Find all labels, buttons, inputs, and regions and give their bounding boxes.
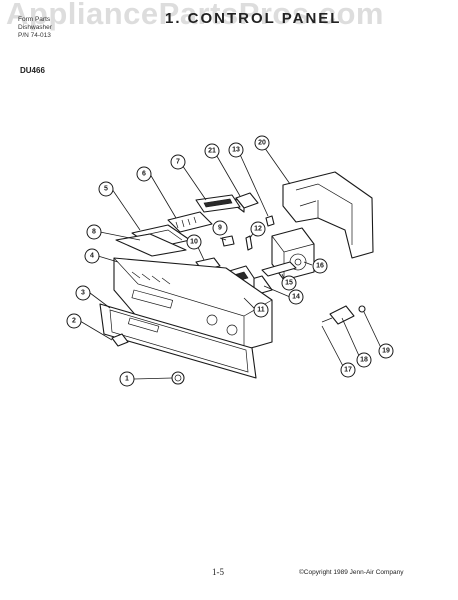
callout-label: 4 [90,253,94,260]
callout-18: 18 [356,352,372,368]
callout-12: 12 [250,221,266,237]
callout-20: 20 [254,135,270,151]
header-line: Form Parts [18,16,51,23]
callout-2: 2 [66,313,82,329]
callout-17: 17 [340,362,356,378]
callout-label: 5 [104,186,108,193]
header-line: P/N 74-013 [18,32,51,39]
callout-label: 3 [81,290,85,297]
callout-label: 19 [382,348,390,355]
part-2-knob [111,333,129,347]
callout-label: 18 [360,357,368,364]
callout-8: 8 [86,224,102,240]
header-left-block: Form Parts Dishwasher P/N 74-013 [18,16,52,40]
callout-13: 13 [228,142,244,158]
part-7-strip [195,194,241,213]
callout-label: 12 [254,226,262,233]
part-13-tab [265,215,275,227]
callout-7: 7 [170,154,186,170]
callout-label: 21 [208,148,216,155]
callout-label: 9 [218,225,222,232]
callout-19: 19 [378,343,394,359]
part-9-clip [221,235,235,247]
callout-3: 3 [75,285,91,301]
part-8-bar [115,233,187,257]
callout-6: 6 [136,166,152,182]
callout-11: 11 [253,302,269,318]
callout-label: 15 [285,280,293,287]
callout-label: 8 [92,229,96,236]
watermark: AppliancePartsPros.com [6,0,384,31]
callout-label: 10 [190,239,198,246]
callout-label: 6 [142,171,146,178]
part-4-panel [113,257,273,351]
callout-16: 16 [312,258,328,274]
callout-label: 17 [344,367,352,374]
model-number: DU466 [20,66,45,75]
callout-15: 15 [281,275,297,291]
callout-label: 1 [125,376,129,383]
page-title: 1. CONTROL PANEL [165,10,342,27]
callout-label: 7 [176,159,180,166]
part-20-housing [282,171,374,259]
callout-label: 14 [292,294,300,301]
callout-label: 20 [258,140,266,147]
callout-label: 13 [232,147,240,154]
copyright-notice: ©Copyright 1989 Jenn-Air Company [299,569,404,576]
callout-4: 4 [84,248,100,264]
part-18-switch [321,305,355,325]
callout-label: 16 [316,263,324,270]
part-6-connector [167,211,213,233]
callout-14: 14 [288,289,304,305]
part-3-front-panel [99,303,257,379]
callout-10: 10 [186,234,202,250]
part-19-washer [358,305,366,313]
callout-5: 5 [98,181,114,197]
callout-21: 21 [204,143,220,159]
header-line: Dishwasher [18,24,52,31]
part-12-pin [245,235,253,251]
callout-label: 2 [72,318,76,325]
callout-label: 11 [257,307,265,314]
part-1-button [171,371,185,385]
page-number: 1-5 [212,567,224,577]
part-15-bracket [261,261,297,277]
callout-1: 1 [119,371,135,387]
part-21-block [235,192,259,213]
callout-9: 9 [212,220,228,236]
